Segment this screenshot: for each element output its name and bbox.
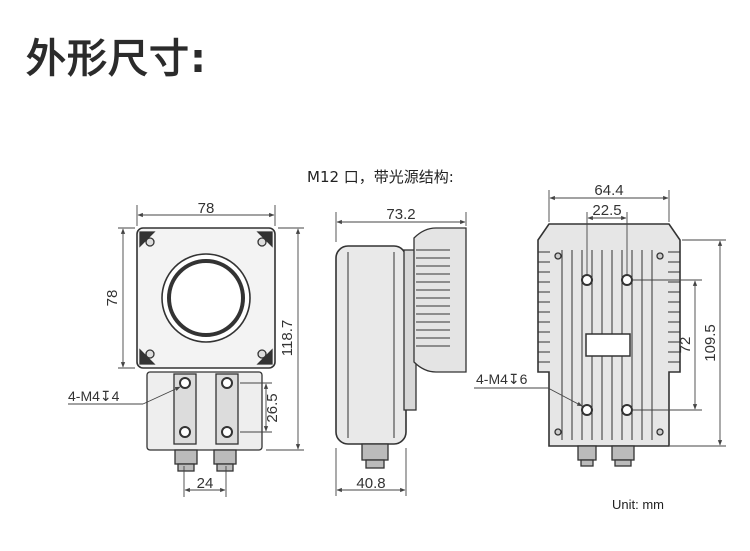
- back-thread-note: 4-M4↧6: [476, 371, 528, 387]
- front-rail-holes: [179, 377, 233, 438]
- side-view: [335, 227, 467, 469]
- back-corner-screws: [554, 252, 664, 436]
- front-connector-height-label: 26.5: [264, 393, 281, 422]
- side-light-source: [413, 227, 467, 373]
- front-width-label: 78: [198, 200, 215, 217]
- unit-label: Unit: mm: [612, 497, 664, 512]
- front-total-height-label: 118.7: [279, 320, 296, 356]
- side-dimensions: [335, 212, 467, 496]
- front-connectors: [174, 449, 237, 472]
- front-dimensions: [68, 205, 304, 497]
- front-body: [146, 371, 263, 451]
- front-height-label: 78: [104, 290, 121, 307]
- side-fins: [416, 249, 450, 347]
- corner-screws: [139, 231, 273, 365]
- front-rail-right: [215, 373, 239, 445]
- back-label-window: [585, 333, 631, 357]
- front-rail-left: [173, 373, 197, 445]
- back-side-fins: [538, 251, 680, 363]
- back-height-label: 109.5: [702, 324, 719, 362]
- side-depth-label: 73.2: [386, 206, 415, 223]
- side-base-depth-label: 40.8: [356, 475, 385, 492]
- back-mount-holes: [581, 274, 633, 416]
- back-view: [537, 223, 681, 467]
- back-dimensions: [474, 190, 726, 447]
- page-title: 外形尺寸:: [26, 36, 207, 82]
- front-thread-note: 4-M4↧4: [68, 388, 120, 404]
- front-connector-spacing-label: 24: [197, 475, 214, 492]
- back-connectors: [577, 445, 635, 467]
- back-inner-width-label: 22.5: [592, 202, 621, 219]
- drawing-subtitle: M12 口，带光源结构:: [307, 168, 454, 186]
- side-connector: [361, 443, 389, 469]
- back-hole-spacing-label: 72: [677, 337, 694, 354]
- front-view: [136, 227, 276, 472]
- back-outer-width-label: 64.4: [594, 182, 623, 199]
- side-body: [335, 245, 407, 445]
- lens-inner-ring: [167, 259, 245, 337]
